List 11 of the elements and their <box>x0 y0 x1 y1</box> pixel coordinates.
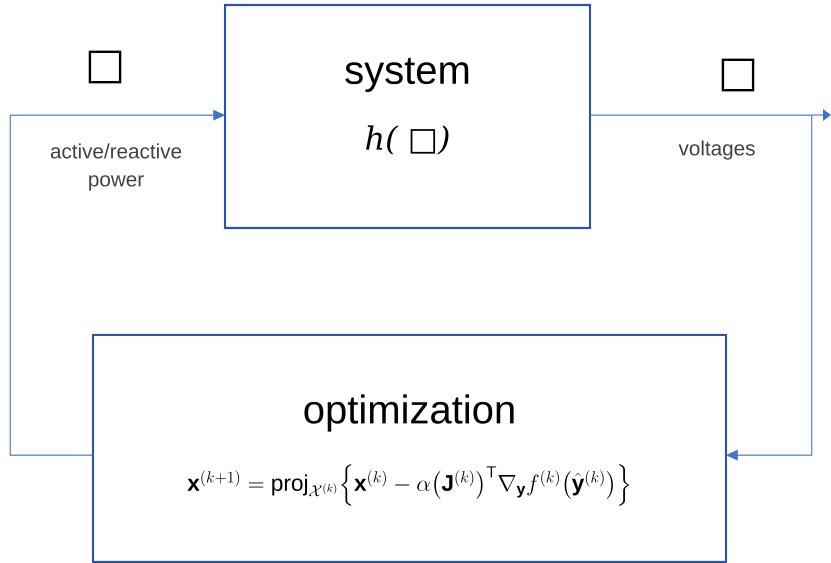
variable-symbol: □ <box>88 50 122 84</box>
process-box <box>92 334 728 563</box>
edge-label: voltages <box>678 140 755 160</box>
process-box <box>224 4 592 230</box>
edge-label: active/reactive power <box>50 143 182 191</box>
formula: $\mathbf{x}^{(k+1)} = \mathrm{proj}_{\mathcal{X}^{(k)}}\Big\{\mathbf{x}^{(k)} - \alpha\big(\mathbf{J}^{(k)}\big)^{\mathsf{T}}\nabla_{\mathbf{y}} f^{(k)}\big(\hat{\mathbf{y}}^{(k)}\big)\Big\}$ <box>187 464 630 506</box>
arrow <box>590 109 831 461</box>
box-title: optimization <box>304 394 514 432</box>
box-title: system <box>345 58 468 92</box>
variable-symbol: □ <box>722 58 754 92</box>
function-label: h( □) <box>366 125 448 155</box>
